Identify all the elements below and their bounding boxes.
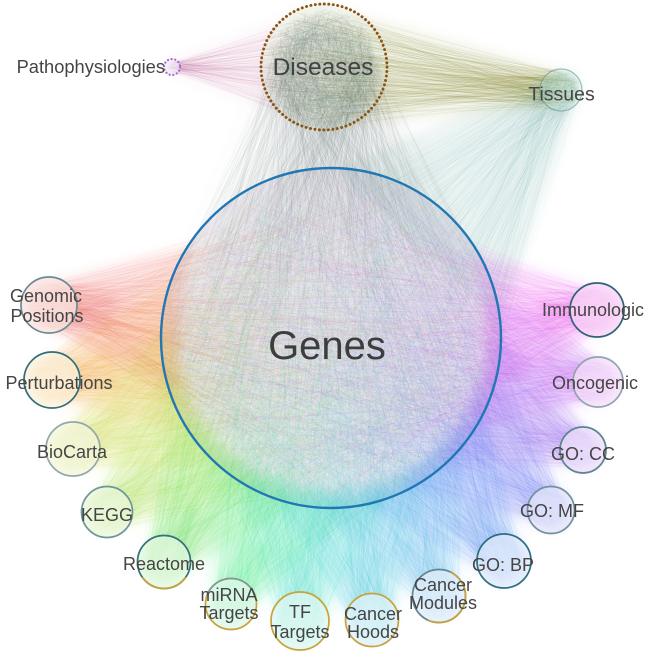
svg-text:KEGG: KEGG (81, 505, 133, 525)
svg-text:Positions: Positions (10, 306, 83, 326)
svg-text:Tissues: Tissues (528, 84, 595, 106)
svg-text:Genes: Genes (268, 324, 386, 368)
svg-text:Immunologic: Immunologic (542, 300, 644, 320)
svg-text:Targets: Targets (199, 603, 258, 623)
svg-text:GO: CC: GO: CC (551, 444, 615, 464)
svg-text:TF: TF (289, 602, 311, 622)
svg-text:GO: MF: GO: MF (520, 501, 584, 521)
svg-text:miRNA: miRNA (201, 585, 258, 605)
svg-text:Targets: Targets (270, 622, 329, 642)
svg-text:Perturbations: Perturbations (5, 373, 112, 393)
svg-text:Cancer: Cancer (344, 604, 402, 624)
svg-text:Modules: Modules (409, 593, 477, 613)
svg-text:Pathophysiologies: Pathophysiologies (17, 56, 165, 77)
svg-text:Oncogenic: Oncogenic (552, 373, 638, 393)
svg-text:Hoods: Hoods (347, 622, 399, 642)
svg-text:Reactome: Reactome (123, 554, 205, 574)
svg-text:Diseases: Diseases (273, 54, 374, 81)
svg-text:GO: BP: GO: BP (472, 555, 534, 575)
svg-text:Genomic: Genomic (10, 286, 82, 306)
svg-text:BioCarta: BioCarta (37, 442, 108, 462)
svg-text:Cancer: Cancer (414, 575, 472, 595)
